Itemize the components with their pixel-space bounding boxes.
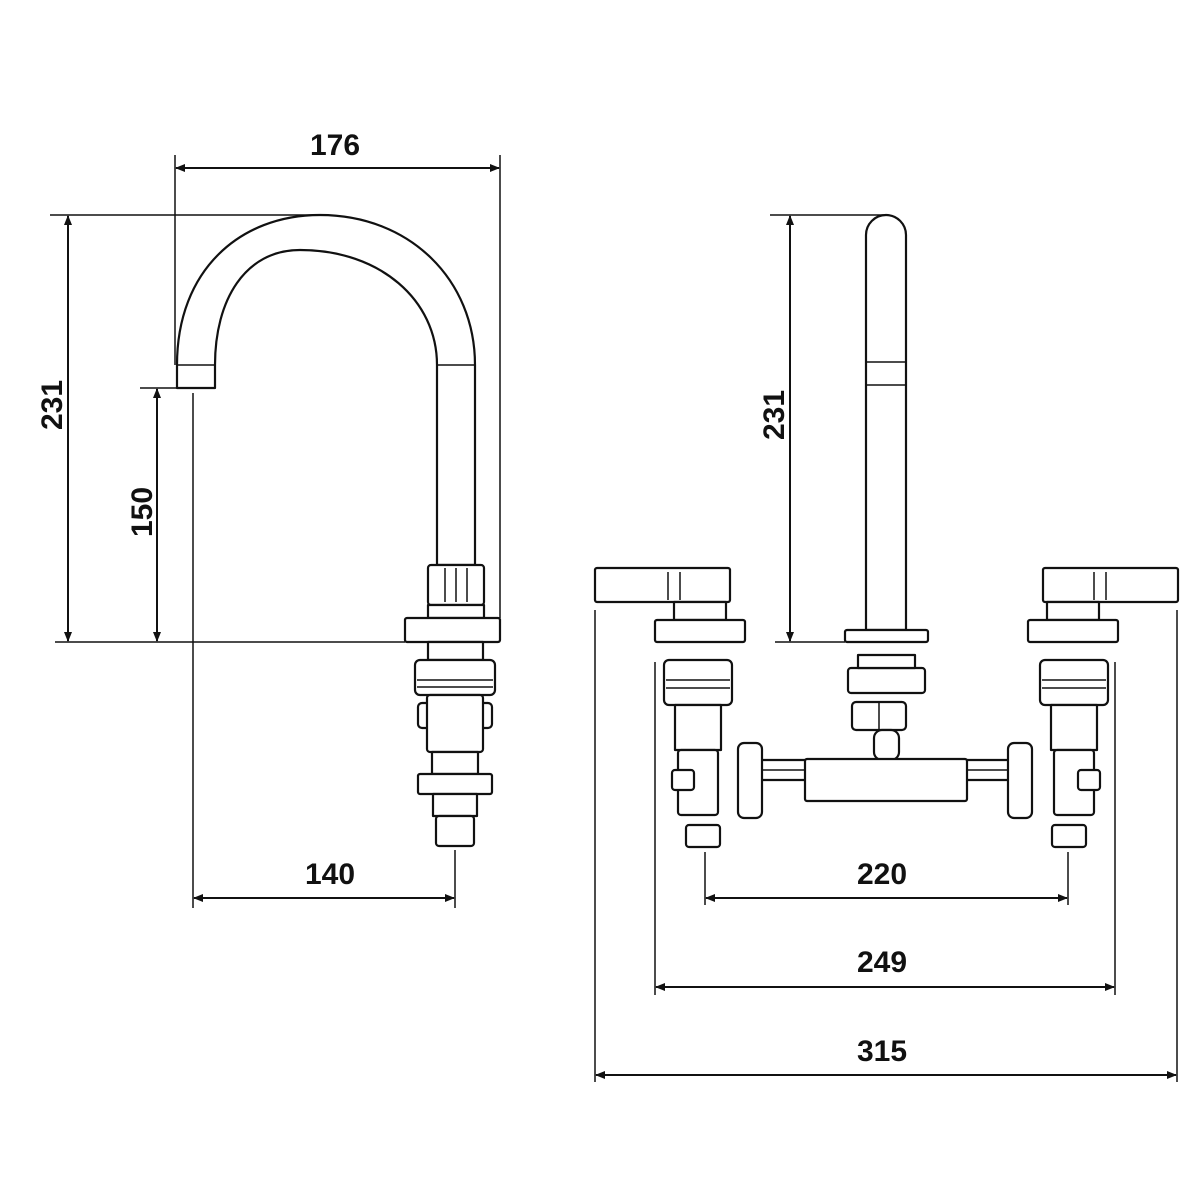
front-view: 231 220 249 315 — [593, 213, 1180, 1082]
side-nut — [413, 658, 497, 697]
front-spout-ring — [856, 653, 917, 670]
dim-label-220: 220 — [857, 858, 907, 891]
dim-label-140: 140 — [305, 858, 355, 891]
side-stem — [430, 750, 480, 776]
left-valve — [593, 566, 747, 849]
right-valve-tail — [1050, 823, 1088, 849]
right-valve — [1026, 566, 1180, 849]
front-spout-base — [843, 628, 930, 644]
right-valve-ring — [1045, 600, 1101, 622]
right-valve-nut — [1038, 658, 1110, 707]
front-spout-nut — [846, 666, 927, 695]
left-valve-body — [673, 703, 723, 752]
left-valve-tail — [684, 823, 722, 849]
front-union-right — [1006, 741, 1034, 820]
right-valve-lug — [1076, 768, 1102, 792]
side-shank — [426, 640, 485, 662]
left-valve-ring — [672, 600, 728, 622]
right-valve-body — [1049, 703, 1099, 752]
front-tee — [803, 757, 969, 803]
front-spout — [864, 213, 908, 632]
dim-label-249: 249 — [857, 946, 907, 979]
side-collar-ring — [426, 603, 486, 620]
side-stem-2 — [431, 792, 479, 818]
side-body — [425, 693, 485, 754]
dim-label-231-side: 231 — [36, 380, 69, 430]
dim-label-231-front: 231 — [758, 390, 791, 440]
side-spout — [175, 213, 477, 567]
dim-label-150: 150 — [126, 487, 159, 537]
left-lever-handle[interactable] — [593, 566, 732, 604]
dim-label-176: 176 — [310, 129, 360, 162]
left-valve-nut — [662, 658, 734, 707]
side-connector — [416, 772, 494, 796]
left-valve-flange — [653, 618, 747, 644]
side-tail — [434, 814, 476, 848]
side-view: 176 231 150 140 — [36, 129, 502, 908]
front-spout-stem — [872, 728, 901, 762]
side-flange — [403, 616, 502, 644]
left-valve-lug — [670, 768, 696, 792]
dim-label-315: 315 — [857, 1035, 907, 1068]
right-valve-flange — [1026, 618, 1120, 644]
front-union-left — [736, 741, 764, 820]
right-lever-handle[interactable] — [1041, 566, 1180, 604]
